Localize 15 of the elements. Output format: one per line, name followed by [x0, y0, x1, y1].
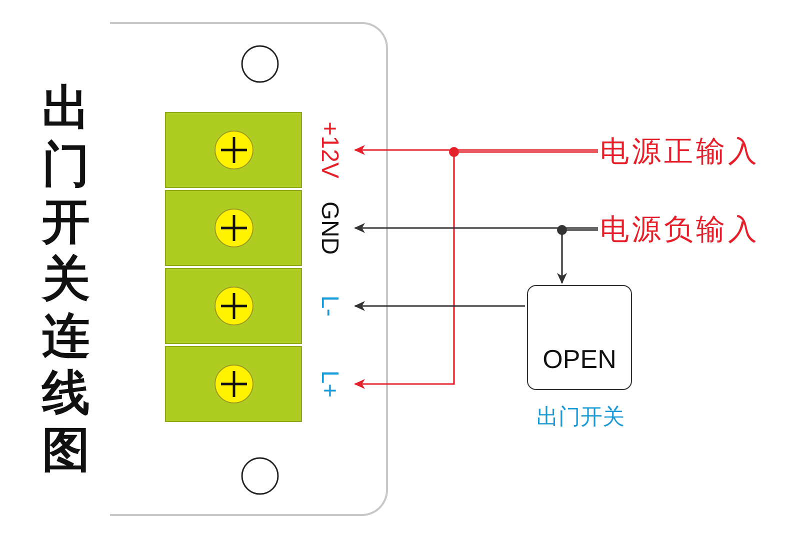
wire-arrow: [354, 145, 598, 155]
terminal-label: L+: [315, 370, 343, 398]
wire-label: 电源负输入: [600, 210, 760, 250]
wire-arrow: [557, 229, 598, 284]
wire-arrow: [354, 301, 525, 311]
wire-arrow: [354, 223, 598, 233]
terminal-label: GND: [315, 201, 343, 255]
wire-label: 电源正输入: [600, 132, 760, 172]
switch-button: OPEN: [527, 285, 632, 390]
mounting-plate: [110, 22, 388, 516]
wire-arrow: [354, 151, 598, 389]
terminal-label: +12V: [315, 122, 343, 178]
terminal-label: L-: [315, 295, 343, 317]
switch-caption: 出门开关: [536, 404, 626, 432]
diagram-title: 出门开关连线图: [40, 80, 91, 479]
